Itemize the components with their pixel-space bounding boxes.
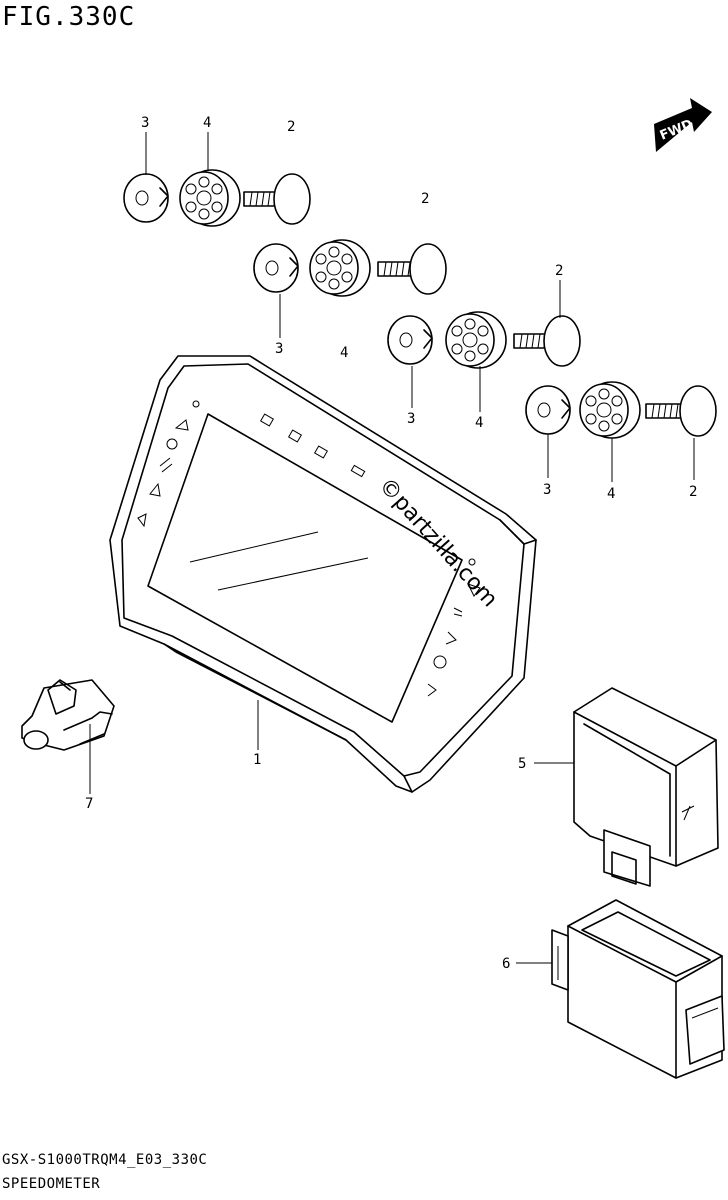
callout-case: 6 [502,956,510,972]
bolt-b [377,243,447,295]
indicator-icons [137,400,481,697]
leader-lines [89,132,695,964]
grommet-b [309,239,371,297]
fwd-arrow-icon: FWD [654,98,712,152]
bolt-d [645,385,717,437]
bolt-c [513,315,581,367]
callout-module: 5 [518,756,526,772]
callout-bolt-a: 2 [287,119,295,135]
callout-grommet-b: 4 [340,345,348,361]
grommet-c [445,311,507,369]
callout-washer-a: 3 [141,115,149,131]
callout-grommet-c: 4 [475,415,483,431]
washer-a [123,173,169,223]
grommet-d [579,381,641,439]
figure-title: FIG.330C [2,2,136,32]
callout-bolt-d: 2 [689,484,697,500]
washer-d [525,385,571,435]
washer-c [387,315,433,365]
diagram-caption: SPEEDOMETER [2,1176,101,1192]
callout-speedometer: 1 [253,752,261,768]
washer-b [253,243,299,293]
callout-bolt-b: 2 [421,191,429,207]
callout-numbers: 3 4 2 2 3 4 2 3 4 3 4 2 1 7 5 6 [85,115,697,972]
callout-sensor: 7 [85,796,93,812]
callout-bolt-c: 2 [555,263,563,279]
model-code: GSX-S1000TRQM4_E03_330C [2,1152,208,1168]
callout-washer-c: 3 [407,411,415,427]
callout-grommet-d: 4 [607,486,615,502]
module-case [551,899,725,1079]
grommet-a [179,169,241,227]
control-module [573,687,719,887]
callout-washer-b: 3 [275,341,283,357]
speedometer-meter [109,355,537,793]
speed-sensor [21,679,115,751]
bolt-a [243,173,311,225]
callout-washer-d: 3 [543,482,551,498]
callout-grommet-a: 4 [203,115,211,131]
